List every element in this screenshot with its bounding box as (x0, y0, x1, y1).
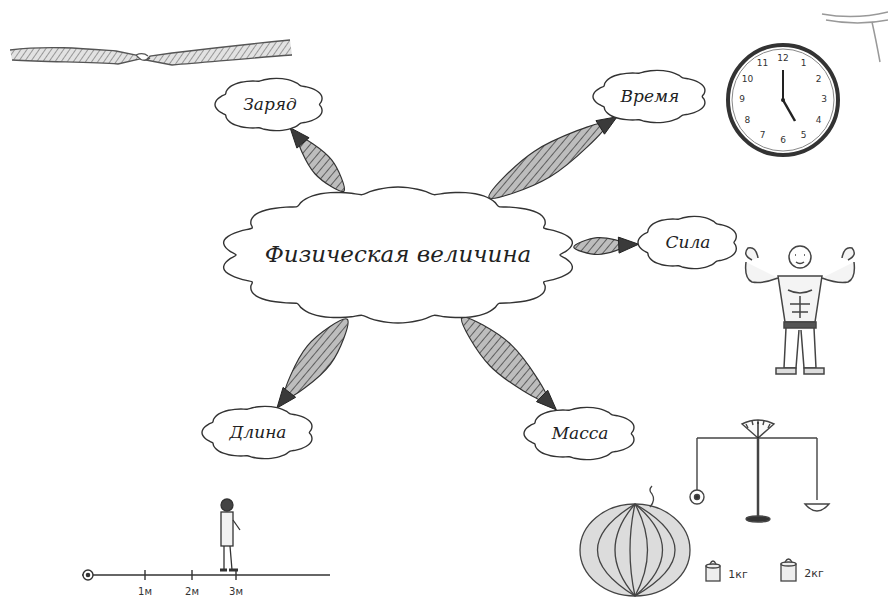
branch-arrow (461, 317, 556, 410)
clock-number: 1 (801, 60, 807, 70)
branch-arrow (290, 128, 344, 192)
ruler-mark: 1м (138, 586, 152, 597)
branch-body (489, 123, 607, 199)
clock-number: 4 (816, 116, 822, 126)
topic-cloud: Время (591, 68, 710, 125)
arrow-head (290, 128, 309, 148)
cloud-shape (215, 78, 322, 130)
cloud-shape (593, 70, 705, 122)
topic-cloud: Заряд (213, 76, 327, 133)
clock-face (728, 45, 838, 155)
weight-1 (706, 561, 720, 581)
strongman-drawing (746, 246, 855, 374)
arrow-head (618, 237, 638, 253)
topic-text: Физическая величина (265, 241, 532, 269)
topic-cloud: Масса (522, 405, 639, 462)
topic-text: Сила (666, 232, 711, 252)
topic-cloud: Длина (200, 404, 317, 461)
left-arm (10, 48, 140, 64)
topic-text: Масса (552, 423, 609, 443)
clock-number: 8 (745, 116, 751, 126)
ruler-mark: 2м (185, 586, 199, 597)
topic-cloud: Сила (636, 214, 741, 271)
hands-drawing (10, 40, 292, 65)
arrow-head (596, 117, 617, 134)
right-arm (146, 40, 292, 65)
arrow-head (537, 390, 557, 410)
cloud-shape (638, 216, 736, 268)
ruler-drawing (82, 570, 330, 580)
branch-arrow (277, 319, 348, 408)
clock-number: 11 (757, 60, 768, 70)
clock-number: 6 (780, 136, 786, 146)
arrow-head (277, 387, 296, 408)
central-cloud: Физическая величина (218, 185, 578, 325)
branch-body (284, 319, 348, 399)
branch-arrow (489, 117, 617, 199)
balance-scale (690, 420, 829, 522)
cloud-shape (224, 187, 573, 323)
cloud-shape (202, 406, 312, 458)
hour-hand (783, 100, 795, 121)
weight-label: 1кг (728, 569, 747, 581)
branch-body (461, 317, 548, 402)
topic-text: Заряд (243, 94, 297, 114)
clock-drawing (728, 45, 838, 155)
branch-arrow (574, 237, 639, 254)
clock-number: 2 (816, 75, 822, 85)
cloud-shape (524, 407, 634, 459)
clock-number: 5 (801, 131, 807, 141)
clock-rim (732, 49, 834, 151)
minute-hand (782, 70, 784, 100)
topic-text: Время (621, 86, 680, 106)
clock-center (781, 98, 785, 102)
ruler-mark: 3м (229, 586, 243, 597)
topic-text: Длина (230, 422, 287, 442)
clock-number: 3 (821, 95, 827, 105)
clock-number: 10 (742, 75, 753, 85)
clock-number: 7 (760, 131, 766, 141)
branch-body (297, 137, 344, 192)
clock-number: 9 (739, 95, 745, 105)
weight-2 (781, 559, 796, 581)
corner-sketch (822, 12, 888, 62)
weight-label: 2кг (804, 568, 823, 580)
clock-number: 12 (777, 54, 788, 64)
hand-detail (136, 54, 150, 61)
watermelon-drawing (580, 486, 690, 596)
walker-figure (220, 499, 240, 570)
